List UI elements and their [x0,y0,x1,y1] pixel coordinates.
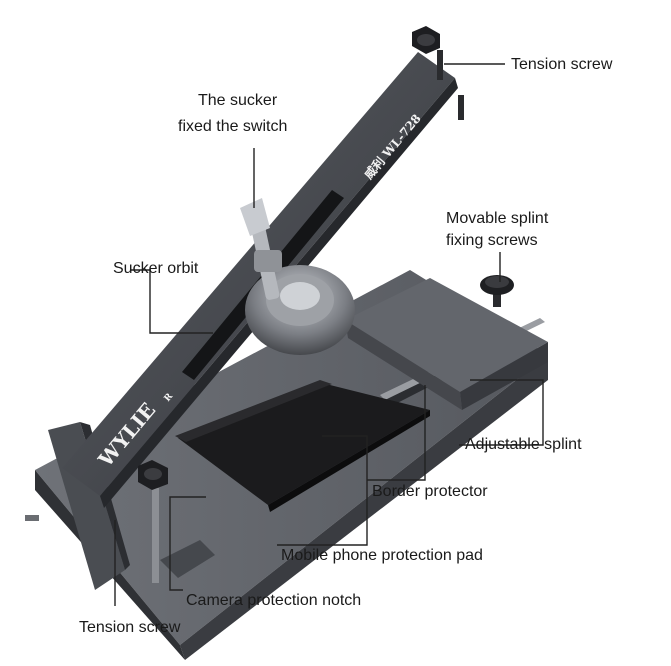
label-tension-screw-top: Tension screw [511,56,613,73]
leader-sucker-orbit [130,269,213,334]
sucker-switch [240,198,282,300]
label-tension-screw-bottom: Tension screw [79,619,181,636]
leader-border-protector [367,385,426,481]
leader-lines [114,63,544,606]
label-movable-line2: fixing screws [446,232,538,249]
label-sucker-orbit: Sucker orbit [113,260,199,277]
label-border-protector: Border protector [372,483,488,500]
adjustable-splint [345,278,548,410]
leader-mobile-pad [277,435,368,546]
leader-adjustable-splint [459,379,544,446]
top-tension-screw [412,26,464,120]
bottom-tension-screw [25,460,168,583]
mobile-phone-protection-pad [178,382,430,512]
label-sucker-line1: The sucker [198,92,278,109]
camera-protection-notch [160,540,215,578]
label-adjustable-splint: Adjustable splint [465,436,582,453]
label-sucker-line2: fixed the switch [178,118,288,135]
movable-splint-fixing-screw [480,275,514,307]
leader-camera-notch [169,496,206,591]
label-mobile-pad: Mobile phone protection pad [281,547,483,564]
border-protector [175,380,332,442]
suction-cup [245,265,355,355]
label-camera-notch: Camera protection notch [186,592,362,609]
label-movable-line1: Movable splint [446,210,549,227]
